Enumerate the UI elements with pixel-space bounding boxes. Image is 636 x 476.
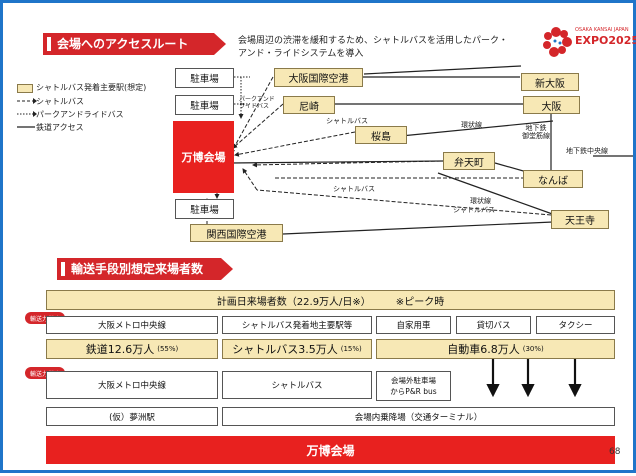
label-park-and-ride: パークアンド ライドバス: [239, 96, 275, 110]
flow-rail-pct: (55%): [157, 345, 179, 353]
flow-taxi: タクシー: [536, 316, 615, 334]
legend-park-ride-label: パークアンドライドバス: [36, 110, 124, 119]
map-kansai-airport: 関西国際空港: [190, 224, 283, 242]
flow-remote-parking-line2: からP&R bus: [390, 387, 437, 396]
page-number: 68: [609, 447, 621, 457]
flow-metro-chuo-2: 大阪メトロ中央線: [46, 371, 218, 399]
label-loop-line-1: 環状線: [461, 121, 482, 129]
map-parking-top: 駐車場: [175, 68, 234, 88]
flow-car-visitors: 自動車6.8万人 (30%): [376, 339, 615, 359]
flow-car-pct: (30%): [522, 345, 544, 353]
flow-shuttle-visitors: シャトルバス3.5万人 (15%): [222, 339, 372, 359]
flow-metro-chuo-1: 大阪メトロ中央線: [46, 316, 218, 334]
flow-remote-parking-line1: 会場外駐車場: [391, 376, 436, 385]
legend-station-swatch: [17, 84, 33, 93]
description-line-1: 会場周辺の渋滞を緩和するため、シャトルバスを活用したパーク・: [238, 36, 508, 46]
flow-car-count: 自動車6.8万人: [447, 343, 520, 356]
map-osaka: 大阪: [523, 96, 580, 114]
flow-rail-count: 鉄道12.6万人: [85, 343, 155, 356]
section-title-visitors: 輸送手段別想定来場者数: [57, 258, 233, 280]
flow-shuttle-bus-2: シャトルバス: [222, 371, 372, 399]
flow-venue: 万博会場: [46, 436, 615, 464]
label-subway-midosuji: 地下鉄 御堂筋線: [522, 124, 550, 140]
visitor-flow-connectors: [294, 355, 582, 398]
map-parking-bottom: 駐車場: [175, 199, 234, 219]
logo-caption: OSAKA KANSAI JAPAN: [575, 27, 629, 33]
flow-rail-visitors: 鉄道12.6万人 (55%): [46, 339, 218, 359]
flow-shuttle-stations: シャトルバス発着地主要駅等: [222, 316, 372, 334]
access-route-map: [204, 65, 633, 235]
flow-shuttle-pct: (15%): [340, 345, 362, 353]
legend-rail-label: 鉄道アクセス: [36, 123, 84, 132]
label-loop-line-2: 環状線: [470, 197, 491, 205]
legend-station-label: シャトルバス発着主要駅(想定): [36, 83, 147, 92]
logo-text: EXPO2025: [575, 34, 636, 47]
label-shuttle-1: シャトルバス: [326, 117, 368, 125]
section-title-access-route: 会場へのアクセスルート: [43, 33, 226, 55]
legend-line-samples: [17, 98, 37, 128]
map-sakurajima: 桜島: [355, 126, 407, 144]
expo-logo-mark-icon: [543, 27, 572, 57]
map-namba: なんば: [523, 170, 583, 188]
map-amagasaki: 尼崎: [283, 96, 335, 114]
flow-private-car: 自家用車: [376, 316, 451, 334]
legend-shuttle-label: シャトルバス: [36, 97, 84, 106]
flow-remote-parking: 会場外駐車場 からP&R bus: [376, 371, 451, 401]
flow-yumeshima-station: (仮）夢洲駅: [46, 407, 218, 426]
map-tennoji: 天王寺: [551, 210, 609, 229]
label-shuttle-3: シャトルバス: [453, 206, 495, 214]
flow-charter-bus: 貸切バス: [456, 316, 531, 334]
map-itami-airport: 大阪国際空港: [274, 68, 363, 87]
flow-terminal: 会場内乗降場（交通ターミナル）: [222, 407, 615, 426]
expo-logo: OSAKA KANSAI JAPAN EXPO2025: [543, 23, 636, 65]
description-line-2: アンド・ライドシステムを導入: [238, 49, 364, 59]
map-venue: 万博会場: [173, 121, 234, 193]
map-shin-osaka: 新大阪: [521, 73, 579, 91]
label-subway-chuo: 地下鉄中央線: [566, 147, 608, 155]
flow-planned-visitors: 計画日来場者数（22.9万人/日※） ※ピーク時: [46, 290, 615, 310]
flow-shuttle-count: シャトルバス3.5万人: [232, 343, 338, 356]
label-shuttle-2: シャトルバス: [333, 185, 375, 193]
map-parking-mid: 駐車場: [175, 95, 234, 115]
map-bentencho: 弁天町: [443, 152, 495, 170]
